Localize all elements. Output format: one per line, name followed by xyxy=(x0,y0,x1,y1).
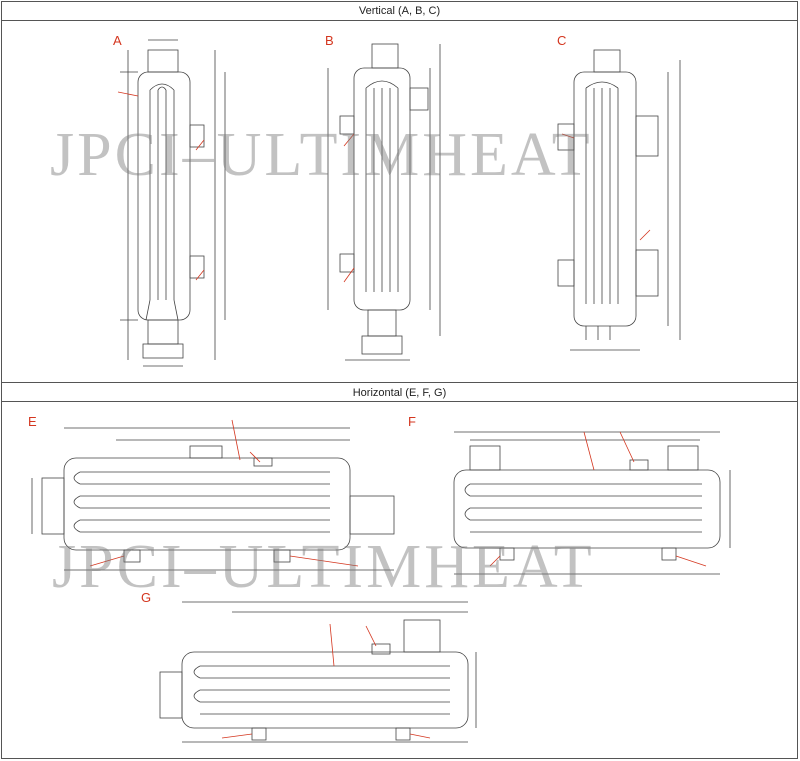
variant-label-e: E xyxy=(28,414,37,429)
vertical-section-title: Vertical (A, B, C) xyxy=(1,1,798,21)
drawing-a xyxy=(120,39,226,367)
variant-label-c: C xyxy=(557,33,567,48)
drawing-g xyxy=(159,601,477,743)
watermark-bottom: JPCI–ULTIMHEAT xyxy=(52,533,595,601)
variant-label-g: G xyxy=(141,590,152,605)
watermark-top: JPCI–ULTIMHEAT xyxy=(50,121,593,189)
drawing-f xyxy=(453,431,731,575)
variant-label-a: A xyxy=(113,33,122,48)
drawing-c xyxy=(557,49,681,351)
variant-label-f: F xyxy=(408,414,416,429)
variant-label-b: B xyxy=(325,33,334,48)
horizontal-section-title: Horizontal (E, F, G) xyxy=(1,382,798,402)
drawing-b xyxy=(327,43,441,361)
drawing-e xyxy=(31,427,395,571)
